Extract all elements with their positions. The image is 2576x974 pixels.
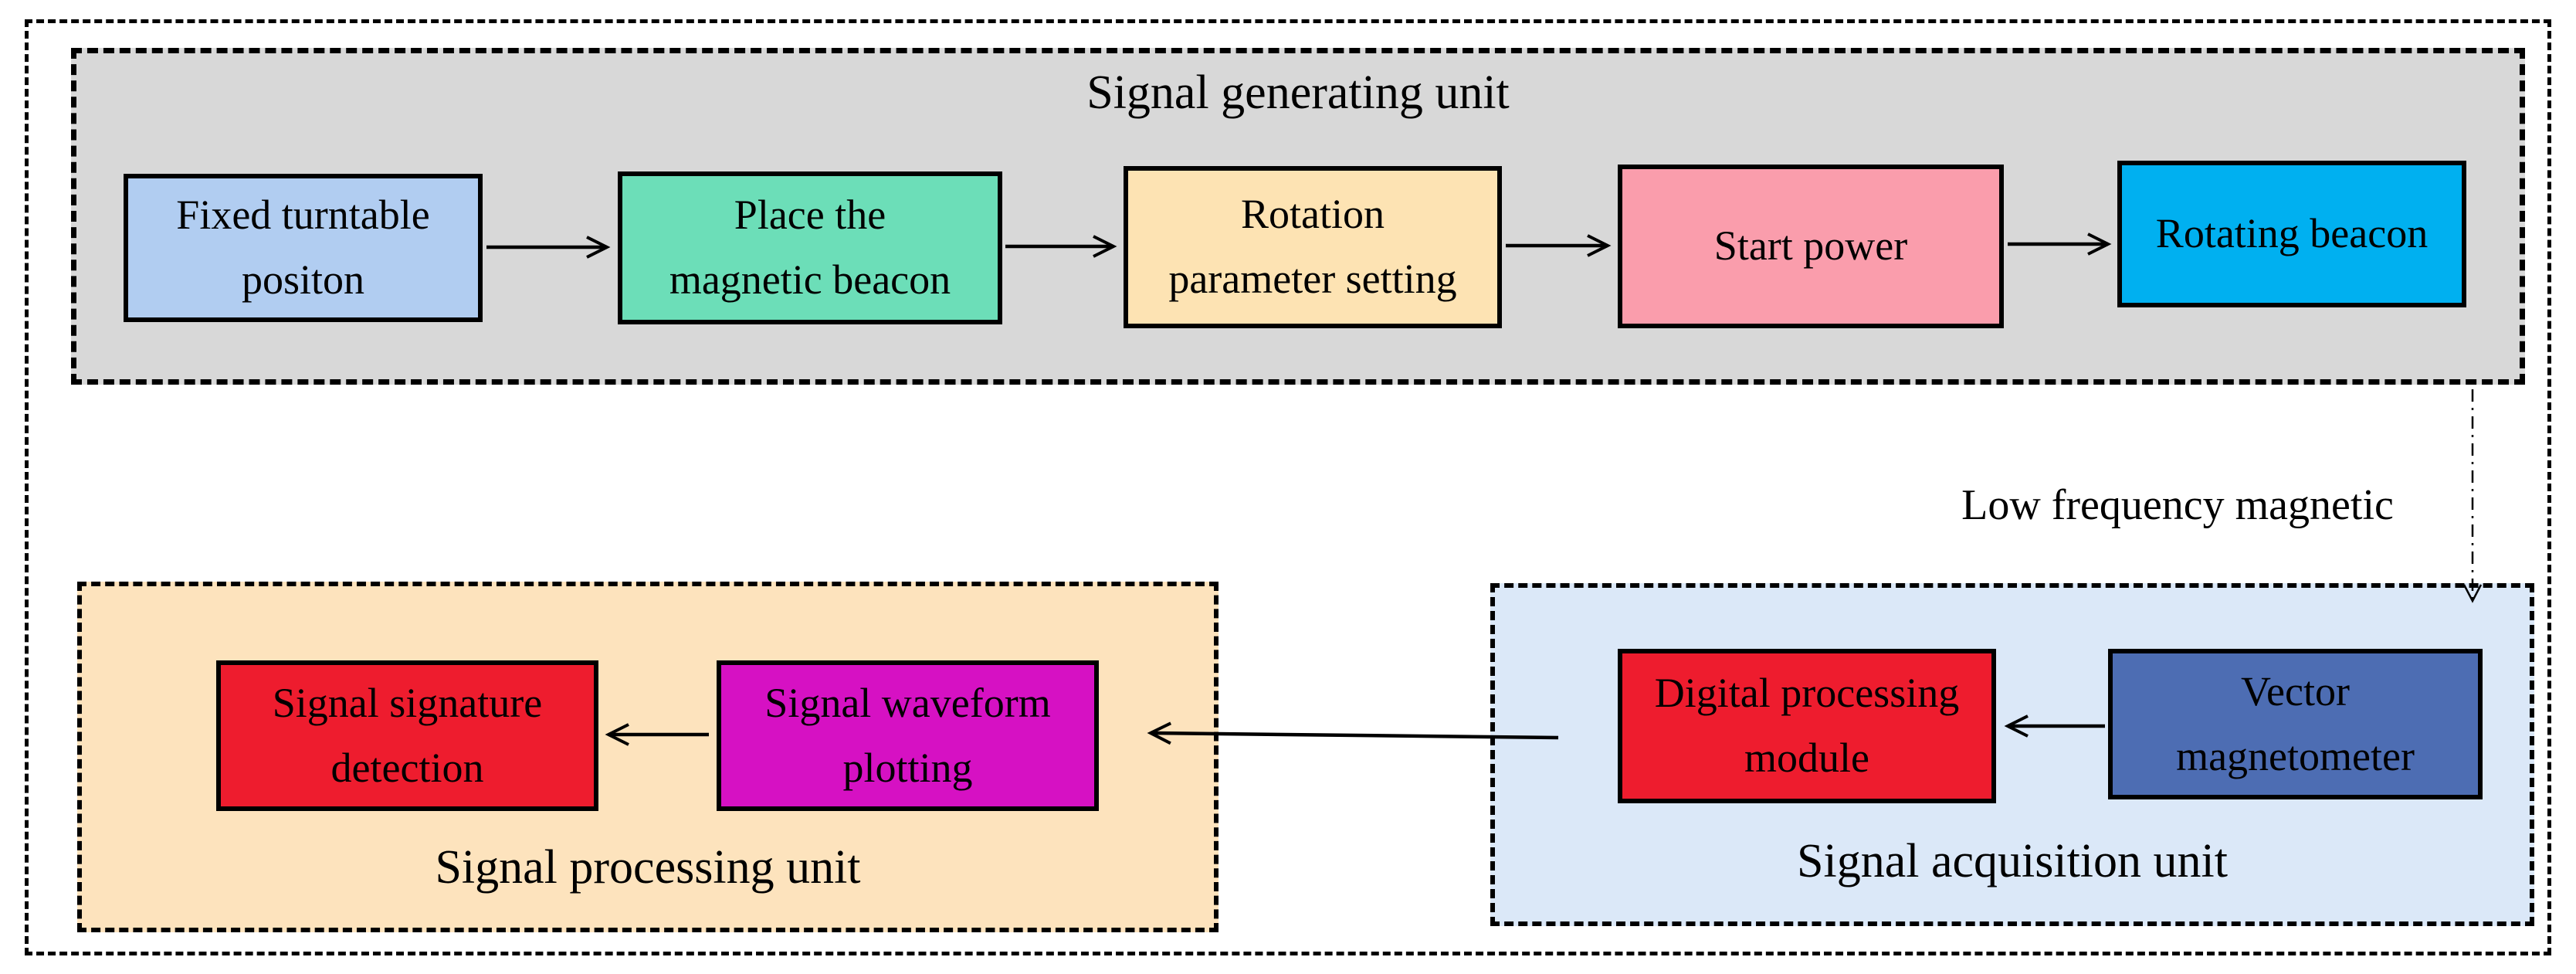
low-frequency-magnetic-label: Low frequency magnetic [1961,481,2394,529]
digital-processing-module-box: Digital processing module [1618,649,1996,803]
fixed-turntable-position-box: Fixed turntable positon [124,174,483,322]
rotation-parameter-setting-box: Rotation parameter setting [1124,166,1502,328]
signal-acquisition-unit: Signal acquisition unit Digital processi… [1490,583,2534,926]
rotating-beacon-box: Rotating beacon [2117,161,2466,307]
signal-generating-unit-title: Signal generating unit [1086,66,1510,119]
signal-processing-unit-title: Signal processing unit [435,840,861,894]
signal-processing-unit: Signal processing unit Signal signature … [77,582,1219,932]
signal-waveform-plotting-box: Signal waveform plotting [717,660,1099,811]
start-power-box: Start power [1618,165,2004,328]
vector-magnetometer-box: Vector magnetometer [2108,649,2483,799]
signal-acquisition-unit-title: Signal acquisition unit [1797,834,2228,887]
signal-signature-detection-box: Signal signature detection [216,660,598,811]
signal-generating-unit: Signal generating unit Fixed turntable p… [71,48,2525,385]
place-magnetic-beacon-box: Place the magnetic beacon [618,171,1002,324]
